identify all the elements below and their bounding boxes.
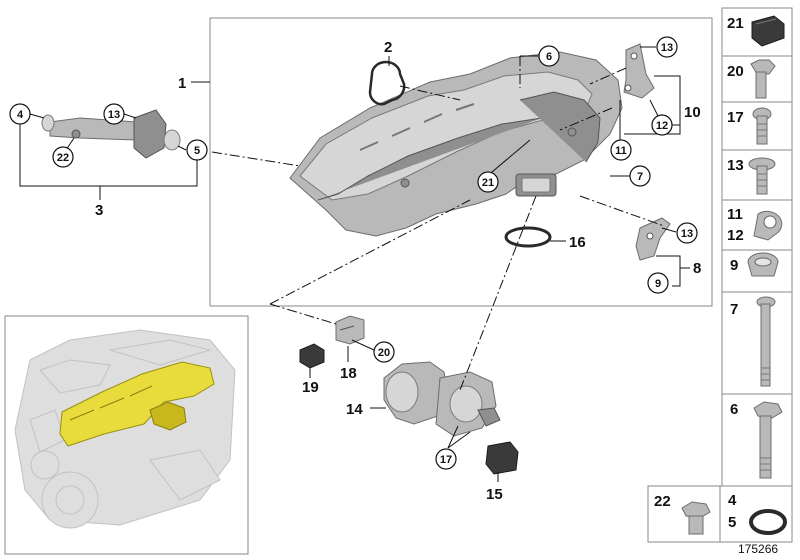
sensor-15-icon bbox=[485, 441, 519, 475]
bracket-upper-icon bbox=[623, 43, 655, 99]
circled-callout-12: 12 bbox=[651, 114, 673, 136]
side-label-21: 21 bbox=[727, 15, 744, 32]
svg-text:20: 20 bbox=[378, 347, 390, 359]
svg-text:13: 13 bbox=[108, 109, 120, 121]
callout-16: 16 bbox=[569, 234, 586, 251]
leader-lines bbox=[19, 46, 690, 482]
side-label-20: 20 bbox=[727, 63, 744, 80]
gasket-ring-icon bbox=[368, 60, 406, 106]
o-ring-seal-icon bbox=[749, 509, 787, 535]
side-label-12: 12 bbox=[727, 227, 744, 244]
circled-callout-6: 6 bbox=[538, 45, 560, 67]
circled-callout-13-pipe: 13 bbox=[103, 103, 125, 125]
circled-callout-7: 7 bbox=[629, 165, 651, 187]
grommet-clip-icon bbox=[747, 252, 779, 277]
svg-text:12: 12 bbox=[656, 120, 668, 132]
long-bolt-icon bbox=[756, 296, 776, 387]
reference-number: 175266 bbox=[738, 542, 778, 556]
svg-text:11: 11 bbox=[615, 145, 627, 157]
circled-callout-22: 22 bbox=[52, 146, 74, 168]
callout-3: 3 bbox=[95, 202, 103, 219]
side-label-6: 6 bbox=[730, 401, 738, 418]
side-label-9: 9 bbox=[730, 257, 738, 274]
hex-bolt-short-icon bbox=[750, 59, 776, 99]
side-label-5: 5 bbox=[728, 514, 736, 531]
side-label-7: 7 bbox=[730, 301, 738, 318]
callout-10: 10 bbox=[684, 104, 701, 121]
svg-text:13: 13 bbox=[681, 228, 693, 240]
side-label-17: 17 bbox=[727, 109, 744, 126]
bracket-lower-icon bbox=[635, 217, 671, 261]
intake-manifold bbox=[289, 51, 623, 237]
sensor-18-icon bbox=[335, 315, 365, 345]
svg-text:4: 4 bbox=[17, 109, 24, 121]
circled-callout-11: 11 bbox=[610, 139, 632, 161]
torx-screw-icon bbox=[752, 107, 772, 145]
plug-screw-icon bbox=[681, 501, 711, 535]
svg-text:9: 9 bbox=[655, 278, 661, 290]
main-assembly-frame bbox=[209, 17, 713, 307]
throttle-body bbox=[383, 361, 501, 437]
circled-callout-21: 21 bbox=[477, 171, 499, 193]
circled-callout-17: 17 bbox=[435, 448, 457, 470]
callout-18: 18 bbox=[340, 365, 357, 382]
callout-8: 8 bbox=[693, 260, 701, 277]
callout-2: 2 bbox=[384, 39, 392, 56]
side-label-4: 4 bbox=[728, 492, 737, 509]
svg-text:22: 22 bbox=[57, 152, 69, 164]
callout-19: 19 bbox=[302, 379, 319, 396]
svg-text:21: 21 bbox=[482, 177, 494, 189]
callout-15: 15 bbox=[486, 486, 503, 503]
circled-callout-13-top: 13 bbox=[656, 36, 678, 58]
egr-pipe bbox=[41, 109, 181, 159]
side-panel bbox=[647, 7, 793, 543]
side-label-11: 11 bbox=[727, 206, 743, 223]
engine-overview-image bbox=[14, 329, 236, 529]
svg-text:5: 5 bbox=[194, 145, 200, 157]
seal-ring-icon bbox=[504, 226, 552, 248]
callout-14: 14 bbox=[346, 401, 363, 418]
grommet-19-icon bbox=[299, 343, 325, 369]
rubber-cap-icon bbox=[751, 15, 785, 47]
svg-text:13: 13 bbox=[661, 42, 673, 54]
circled-callout-20: 20 bbox=[373, 341, 395, 363]
collar-screw-icon bbox=[748, 157, 776, 195]
svg-text:7: 7 bbox=[637, 171, 643, 183]
flange-bolt-icon bbox=[753, 401, 783, 479]
highlighted-manifold bbox=[59, 361, 215, 447]
side-label-13: 13 bbox=[727, 157, 744, 174]
circled-callout-13-lower: 13 bbox=[676, 222, 698, 244]
svg-text:6: 6 bbox=[546, 51, 552, 63]
circled-callout-9: 9 bbox=[647, 272, 669, 294]
clip-holder-icon bbox=[753, 210, 783, 241]
callout-1: 1 bbox=[178, 75, 186, 92]
svg-text:17: 17 bbox=[440, 454, 452, 466]
engine-inset-frame bbox=[4, 315, 249, 555]
side-label-22: 22 bbox=[654, 493, 671, 510]
circled-callout-4: 4 bbox=[9, 103, 31, 125]
circled-callout-5: 5 bbox=[186, 139, 208, 161]
